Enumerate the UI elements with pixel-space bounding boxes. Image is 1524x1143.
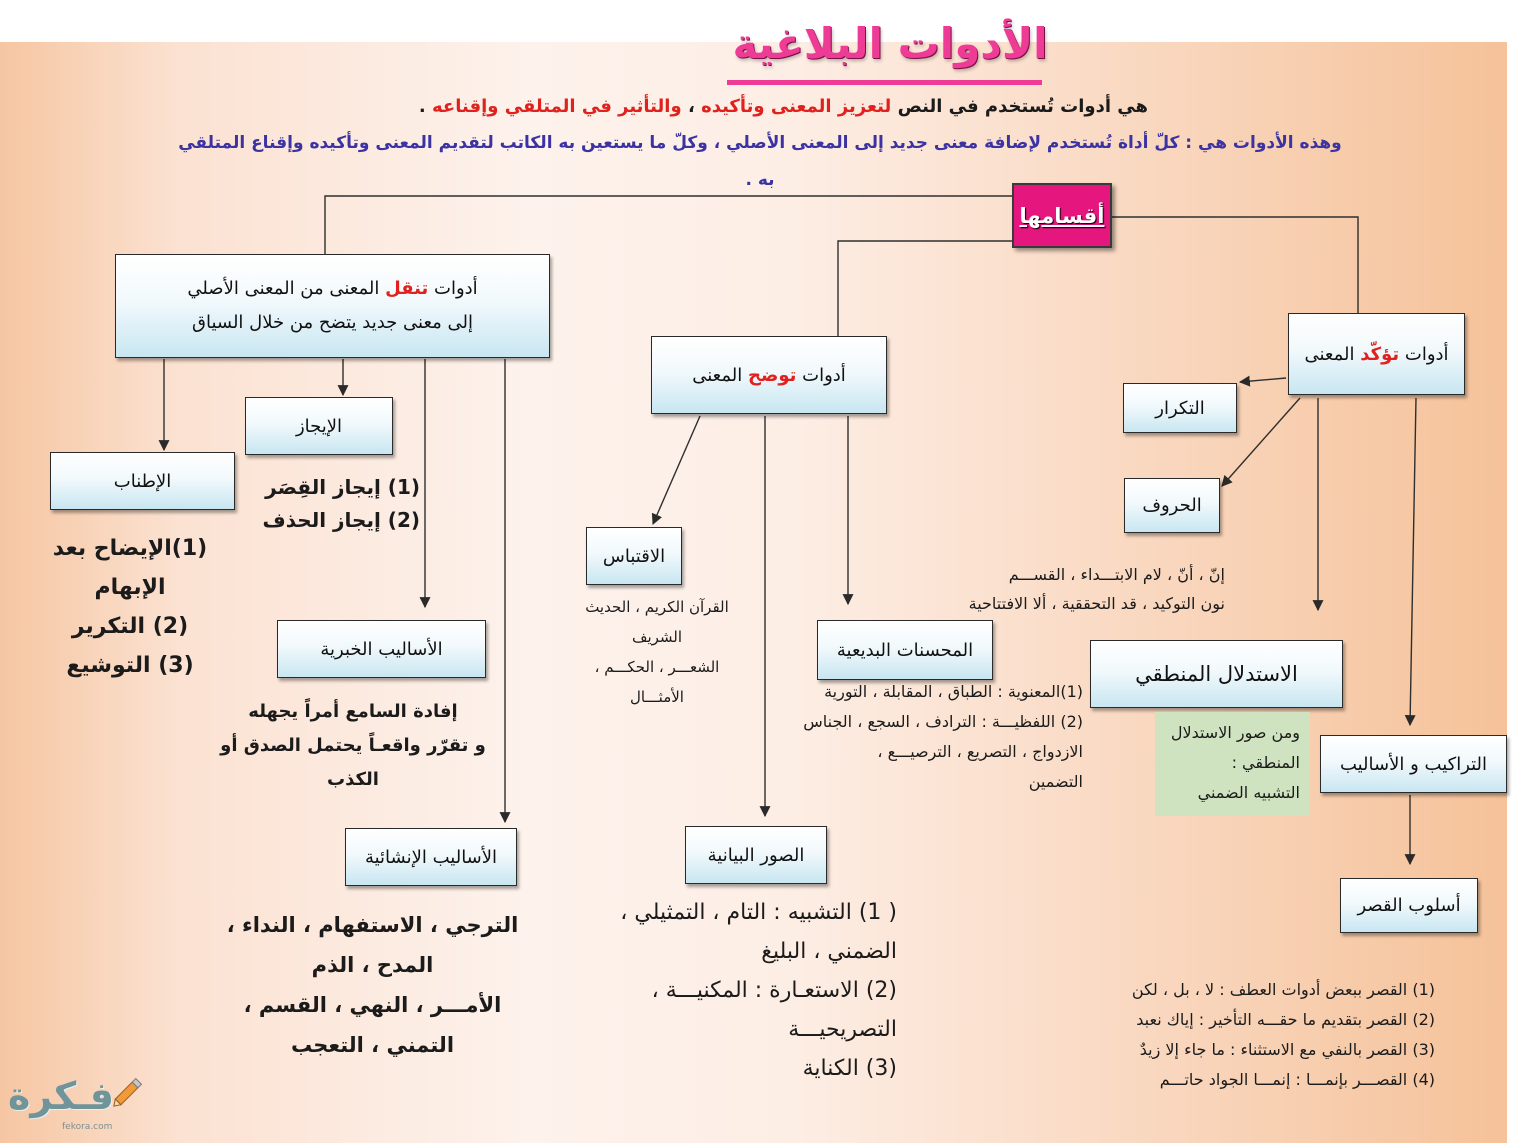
logical-inference-note: ومن صور الاستدلال المنطقي : التشبيه الضم…: [1120, 718, 1300, 808]
transfer-title-line-2: إلى معنى جديد يتضح من خلال السياق: [192, 312, 473, 333]
site-logo: فـكرة fekora.com: [4, 1070, 154, 1138]
figures-line: التصريحيـــة: [788, 1017, 897, 1042]
logical-note-line: ومن صور الاستدلال: [1170, 723, 1300, 742]
confirm-title-after: المعنى: [1304, 343, 1355, 365]
particles-line: إنّ ، أنّ ، لام الابتـــداء ، القســـم: [1008, 565, 1225, 584]
logo-domain: fekora.com: [62, 1122, 113, 1132]
restriction-item: (1) القصر ببعض أدوات العطف : لا ، بل ، ل…: [1131, 980, 1435, 999]
elaboration-line: الإبهام: [94, 575, 166, 600]
embellishments-line: التضمين: [1028, 772, 1083, 791]
arrow-to-quotation: [651, 415, 701, 526]
confirm-tools-box: أدوات تؤكّد المعنى: [1288, 313, 1465, 395]
elaboration-line: (3) التوشيع: [66, 653, 194, 678]
clarify-title-before: أدوات: [802, 364, 846, 386]
logical-note-line: التشبيه الضمني: [1197, 783, 1300, 802]
center-node-divisions: أقسامها: [1012, 183, 1112, 248]
embellishments-line: الازدواج ، التصريع ، الترصيـــع ،: [877, 742, 1083, 761]
arrow-to-structures: [1404, 397, 1417, 727]
clarify-title-after: المعنى: [692, 364, 743, 386]
slide-background: [0, 42, 1507, 1143]
elaboration-line: (2) التكرير: [71, 614, 189, 639]
confirm-title-highlight: تؤكّد: [1360, 343, 1400, 365]
arrow-to-particles: [1221, 397, 1301, 487]
restriction-item: (4) القصـــر بإنمـــا : إنمـــا الجواد ح…: [1159, 1070, 1435, 1089]
figures-box: الصور البيانية: [685, 826, 827, 884]
figures-line: الضمني ، البليغ: [761, 939, 897, 964]
transfer-title-before: أدوات: [434, 278, 478, 299]
clarify-tools-box: أدوات توضح المعنى: [651, 336, 887, 414]
clarify-title-highlight: توضح: [747, 364, 797, 386]
particles-box: الحروف: [1124, 478, 1220, 533]
restriction-item: (2) القصر بتقديم ما حقـــه التأخير : إيا…: [1136, 1010, 1435, 1029]
brevity-line: (2) إيجاز الحذف: [262, 508, 421, 532]
transfer-title-line-1: أدوات تنقل المعنى من المعنى الأصلي: [187, 272, 477, 306]
definition-highlight-1: لتعزيز المعنى وتأكيده: [701, 96, 892, 117]
transfer-title-after: المعنى من المعنى الأصلي: [187, 278, 380, 299]
elaboration-line: (1)الإيضاح بعد: [52, 536, 208, 561]
declarative-line: إفادة السامع أمراً يجهله: [248, 701, 458, 722]
performative-line: التمني ، التعجب: [290, 1033, 455, 1057]
title-underline: [727, 80, 1042, 85]
definition-highlight-2: والتأثير في المتلقي وإقناعه: [432, 96, 682, 117]
restriction-item: (3) القصر بالنفي مع الاستثناء : ما جاء إ…: [1139, 1040, 1435, 1059]
performative-line: المدح ، الذم: [311, 953, 434, 977]
definition-separator: ،: [687, 96, 695, 117]
figures-list: ( 1) التشبيه : التام ، التمثيلي ، الضمني…: [555, 893, 897, 1088]
embellishments-line: (1)المعنوية : الطباق ، المقابلة ، التوري…: [824, 682, 1083, 701]
page-title: الأدوات البلاغية: [732, 19, 1048, 68]
embellishments-line: (2) اللفظيـــة : الترادف ، السجع ، الجنا…: [803, 712, 1083, 731]
quotation-line: الأمثـــال: [630, 688, 684, 706]
repetition-box: التكرار: [1123, 383, 1237, 433]
logical-inference-note-box: [1155, 712, 1310, 816]
logical-note-line: المنطقي :: [1231, 753, 1300, 772]
tools-description-line: وهذه الأدوات هي : كلّ أداة تُستخدم لإضاف…: [178, 133, 1342, 153]
restriction-list: (1) القصر ببعض أدوات العطف : لا ، بل ، ل…: [1030, 975, 1435, 1095]
connector-center-to-clarify: [837, 240, 1012, 336]
particles-line: نون التوكيد ، قد التحققية ، ألا الافتتاح…: [968, 594, 1225, 613]
restriction-box: أسلوب القصر: [1340, 878, 1478, 933]
logo-wordmark: فـكرة: [8, 1074, 115, 1118]
brevity-list: (1) إيجاز القِصَر (2) إيجاز الحذف: [232, 471, 421, 537]
declarative-line: و تقرّر واقعـاً يحتمل الصدق أو: [220, 735, 486, 756]
transfer-tools-box: أدوات تنقل المعنى من المعنى الأصلي إلى م…: [115, 254, 550, 358]
quotation-line: الشعـــر ، الحكـــم ،: [594, 658, 720, 676]
connector-center-to-transfer: [324, 195, 1012, 254]
confirm-title-before: أدوات: [1404, 343, 1449, 365]
quotation-list: القرآن الكريم ، الحديث الشريف الشعـــر ،…: [553, 592, 761, 712]
structures-box: التراكيب و الأساليب: [1320, 735, 1507, 793]
declarative-description: إفادة السامع أمراً يجهله و تقرّر واقعـاً…: [188, 695, 518, 797]
clarify-tools-title: أدوات توضح المعنى: [692, 365, 846, 386]
figures-line: ( 1) التشبيه : التام ، التمثيلي ،: [620, 900, 897, 925]
pencil-icon: [113, 1077, 143, 1107]
declarative-line: الكذب: [327, 769, 379, 790]
figures-line: (2) الاستعـارة : المكنيـــة ،: [651, 978, 897, 1003]
tools-description: وهذه الأدوات هي : كلّ أداة تُستخدم لإضاف…: [100, 125, 1420, 199]
declarative-box: الأساليب الخبرية: [277, 620, 486, 678]
embellishments-list: (1)المعنوية : الطباق ، المقابلة ، التوري…: [720, 677, 1083, 797]
quotation-box: الاقتباس: [586, 527, 682, 585]
logical-inference-box: الاستدلال المنطقي: [1090, 640, 1343, 708]
brevity-box: الإيجاز: [245, 397, 393, 455]
performative-line: الأمـــر ، النهي ، القسم ،: [243, 993, 502, 1017]
performative-line: الترجي ، الاستفهام ، النداء ،: [226, 913, 519, 937]
confirm-tools-title: أدوات تؤكّد المعنى: [1304, 344, 1448, 365]
elaboration-list: (1)الإيضاح بعد الإبهام (2) التكرير (3) ا…: [18, 529, 242, 685]
transfer-title-highlight: تنقل: [385, 278, 429, 299]
particles-list: إنّ ، أنّ ، لام الابتـــداء ، القســـم ن…: [860, 560, 1225, 618]
definition-line: هي أدوات تُستخدم في النص لتعزيز المعنى و…: [419, 94, 1148, 120]
tools-description-line: به .: [745, 170, 775, 190]
quotation-line: القرآن الكريم ، الحديث: [585, 598, 729, 616]
quotation-line: الشريف: [631, 628, 683, 646]
definition-end: .: [418, 96, 426, 117]
connector-center-to-confirm: [1112, 216, 1359, 313]
elaboration-box: الإطناب: [50, 452, 235, 510]
performative-box: الأساليب الإنشائية: [345, 828, 517, 886]
brevity-line: (1) إيجاز القِصَر: [265, 475, 420, 499]
embellishments-box: المحسنات البديعية: [817, 620, 993, 680]
performative-list: الترجي ، الاستفهام ، النداء ، المدح ، ال…: [200, 905, 545, 1065]
arrow-to-repetition: [1238, 375, 1287, 387]
definition-lead: هي أدوات تُستخدم في النص: [897, 96, 1148, 117]
figures-line: (3) الكناية: [802, 1056, 897, 1081]
